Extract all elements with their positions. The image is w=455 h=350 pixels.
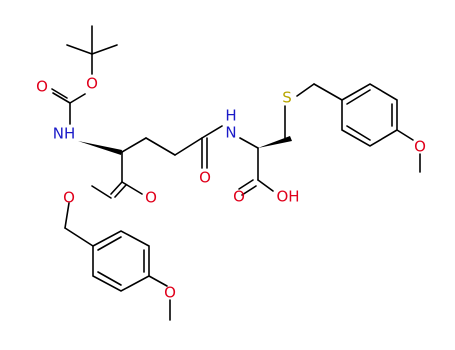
- boc-carbonyl-group: [51, 88, 86, 125]
- atom-oh-acid: OH: [276, 188, 299, 206]
- atom-o-amide-carbonyl: O: [199, 169, 211, 187]
- benzyl-ester-group: [64, 151, 143, 247]
- atom-o-ester-ether: O: [63, 189, 75, 207]
- atom-s-thioether: S: [282, 89, 292, 107]
- atom-o-acid-carbonyl: O: [233, 188, 245, 206]
- atom-o-methoxy-bottom: O: [164, 284, 176, 302]
- glutamate-backbone: [78, 125, 223, 169]
- wedge-bond-alpha-left: [78, 141, 122, 155]
- atom-h-amide: H: [225, 107, 236, 125]
- atom-n-amide: N: [225, 124, 236, 142]
- benzene-ring-bottom: [92, 230, 171, 321]
- atom-o-ester-carbonyl: O: [145, 189, 157, 207]
- cysteine-backbone: [238, 83, 343, 196]
- atom-nh-carbamate: NH: [53, 125, 76, 143]
- benzene-ring-right: [341, 83, 421, 173]
- wedge-bond-alpha-right: [258, 136, 292, 148]
- tert-butyl-group: [66, 25, 118, 75]
- atom-o-boc-carbonyl: O: [36, 78, 48, 96]
- atom-o-methoxy-right: O: [414, 138, 426, 156]
- atom-o-boc-ether: O: [86, 75, 98, 93]
